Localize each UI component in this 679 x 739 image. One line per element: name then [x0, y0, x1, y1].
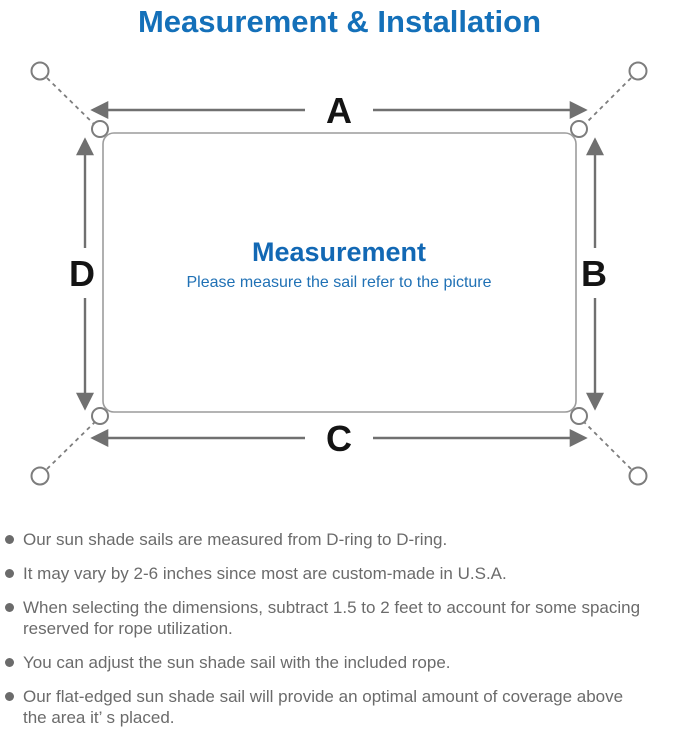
note-text: When selecting the dimensions, subtract …	[23, 598, 641, 638]
tie-line-top-left	[46, 77, 100, 130]
bullet-icon	[5, 569, 14, 578]
tie-line-top-right	[579, 77, 632, 130]
measurement-diagram: A C D B Measurement Please measure the s…	[30, 61, 648, 486]
sail-rectangle	[102, 132, 577, 413]
d-ring-icon-bottom-left	[91, 407, 109, 425]
anchor-ring-icon-top-left	[30, 61, 50, 81]
list-item: It may vary by 2-6 inches since most are…	[5, 563, 669, 584]
d-rings	[91, 120, 588, 425]
note-text: It may vary by 2-6 inches since most are…	[23, 564, 507, 583]
d-ring-icon-top-right	[570, 120, 588, 138]
d-ring-icon-top-left	[91, 120, 109, 138]
note-text: You can adjust the sun shade sail with t…	[23, 653, 451, 672]
note-text: Our flat-edged sun shade sail will provi…	[23, 687, 624, 727]
measurement-subtitle: Please measure the sail refer to the pic…	[186, 274, 491, 291]
bullet-icon	[5, 603, 14, 612]
list-item: When selecting the dimensions, subtract …	[5, 597, 669, 639]
bullet-icon	[5, 658, 14, 667]
list-item: Our sun shade sails are measured from D-…	[5, 529, 669, 550]
dimension-label-b: B	[581, 253, 607, 294]
anchor-rings	[30, 61, 648, 486]
anchor-ring-icon-top-right	[628, 61, 648, 81]
bullet-icon	[5, 692, 14, 701]
tie-line-bottom-right	[579, 417, 632, 470]
dimension-arrows	[76, 101, 604, 447]
d-ring-icon-bottom-right	[570, 407, 588, 425]
anchor-ring-icon-bottom-right	[628, 466, 648, 486]
measurement-title: Measurement	[252, 237, 426, 267]
dimension-label-a: A	[326, 90, 352, 131]
bullet-icon	[5, 535, 14, 544]
notes-list: Our sun shade sails are measured from D-…	[0, 503, 679, 728]
list-item: You can adjust the sun shade sail with t…	[5, 652, 669, 673]
anchor-ring-icon-bottom-left	[30, 466, 50, 486]
note-text: Our sun shade sails are measured from D-…	[23, 530, 448, 549]
dimension-label-d: D	[69, 253, 95, 294]
page-title: Measurement & Installation	[137, 4, 542, 39]
tie-line-bottom-left	[46, 417, 100, 470]
dimension-label-c: C	[326, 418, 352, 459]
list-item: Our flat-edged sun shade sail will provi…	[5, 686, 669, 728]
